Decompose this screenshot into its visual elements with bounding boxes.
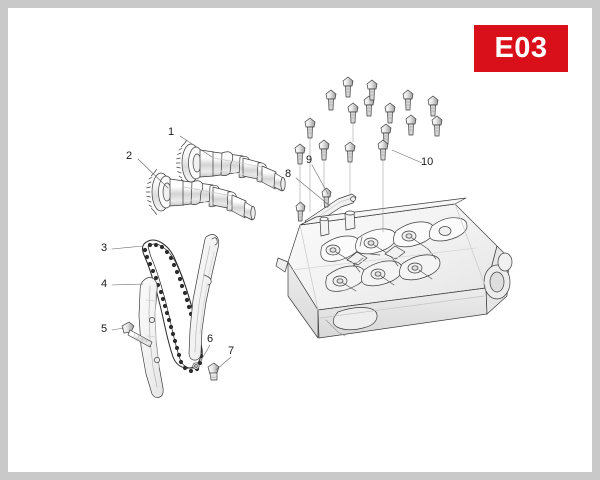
bolt-14 xyxy=(377,139,389,161)
bolt-9 xyxy=(384,102,396,124)
bolt-1 xyxy=(304,117,316,139)
guide-rail-bolt xyxy=(121,321,153,348)
section-badge: E03 xyxy=(474,25,568,72)
callout-number-6: 6 xyxy=(207,333,214,345)
callout-number-5: 5 xyxy=(101,323,108,335)
callout-number-9: 9 xyxy=(306,154,313,166)
callout-leaders xyxy=(111,135,423,371)
cylinder-head-assembly xyxy=(275,197,513,339)
bolt-10 xyxy=(402,89,414,111)
section-badge-label: E03 xyxy=(494,32,548,64)
callout-number-3: 3 xyxy=(101,242,108,254)
callout-number-2: 2 xyxy=(126,150,133,162)
bolt-15 xyxy=(318,139,330,161)
bolt-7 xyxy=(342,76,354,98)
bolt-12 xyxy=(427,95,439,117)
bolt-drop-lines xyxy=(299,123,384,233)
bolt-2 xyxy=(325,89,337,111)
bolt-16 xyxy=(294,143,306,165)
callout-number-1: 1 xyxy=(168,126,175,138)
bolt-17 xyxy=(321,187,332,208)
camshaft-intake xyxy=(145,169,256,221)
bolt-group xyxy=(294,76,443,222)
bolt-4 xyxy=(347,102,359,124)
bolt-13 xyxy=(431,115,443,137)
bolt-18 xyxy=(295,201,306,222)
callout-number-7: 7 xyxy=(228,345,235,357)
chain-guide-rail xyxy=(138,277,164,398)
bolt-3 xyxy=(344,141,356,163)
chain-tensioner-rail xyxy=(188,234,220,370)
camshaft-exhaust xyxy=(175,140,286,192)
tensioner-rail-bolt xyxy=(207,362,220,381)
callout-number-10: 10 xyxy=(421,156,434,168)
callout-number-8: 8 xyxy=(285,168,292,180)
bolt-6 xyxy=(366,79,378,101)
callout-number-4: 4 xyxy=(101,278,108,290)
bolt-11 xyxy=(405,114,417,136)
